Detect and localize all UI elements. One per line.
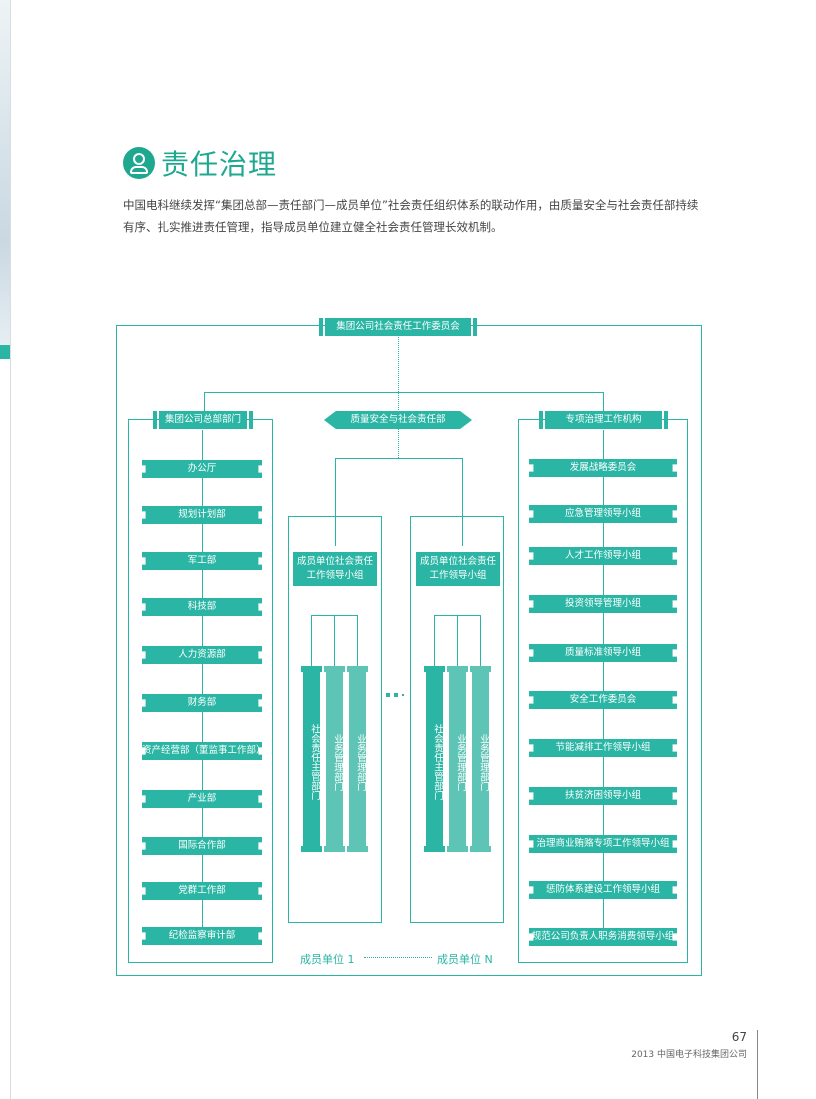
left-margin-rule	[10, 0, 11, 1099]
member-n-head: 成员单位社会责任工作领导小组	[416, 552, 500, 586]
left-dept-item: 产业部	[142, 790, 262, 808]
person-icon	[123, 147, 155, 179]
left-dept-item: 军工部	[142, 552, 262, 570]
left-dept-item: 科技部	[142, 598, 262, 616]
left-dept-item: 人力资源部	[142, 646, 262, 664]
left-accent-bar	[0, 345, 10, 359]
center-dotted-line	[398, 334, 399, 458]
member-1-column: 业务管理部门	[347, 666, 368, 852]
member-1-col-line	[311, 615, 312, 668]
member-label-last: 成员单位 N	[437, 953, 493, 966]
right-org-item: 投资领导管理小组	[529, 595, 677, 613]
right-org-item: 应急管理领导小组	[529, 505, 677, 523]
right-org-item: 发展战略委员会	[529, 459, 677, 477]
connector-right	[603, 392, 604, 412]
member-n-column: 业务管理部门	[470, 666, 491, 852]
left-frame	[128, 419, 273, 963]
connector-left	[204, 392, 205, 412]
right-org-item: 安全工作委员会	[529, 691, 677, 709]
member-n-col-line	[434, 615, 435, 668]
member-n-col-line	[457, 615, 458, 668]
member-label-first: 成员单位 1	[300, 953, 355, 966]
right-org-item: 节能减排工作领导小组	[529, 739, 677, 757]
top-connector	[204, 392, 604, 393]
section-header: 责任治理	[123, 143, 277, 183]
member-1-col-line	[334, 615, 335, 668]
left-spine	[202, 430, 203, 935]
section-title: 责任治理	[161, 148, 278, 181]
ellipsis-dot	[394, 693, 398, 697]
hq-departments-header: 集团公司总部部门	[153, 411, 253, 429]
quality-safety-dept: 质量安全与社会责任部	[324, 411, 472, 429]
member-n-column: 社会责任主管部门	[424, 666, 445, 852]
member-1-column: 业务管理部门	[324, 666, 345, 852]
left-dept-item: 办公厅	[142, 460, 262, 478]
special-governance-header: 专项治理工作机构	[539, 411, 668, 429]
left-dept-item: 资产经营部（董监事工作部）	[142, 742, 262, 760]
right-org-item: 扶贫济困领导小组	[529, 787, 677, 805]
member-1-col-line	[357, 615, 358, 668]
member-1-column: 社会责任主管部门	[301, 666, 322, 852]
right-org-item: 质量标准领导小组	[529, 644, 677, 662]
footer-rule	[757, 1030, 758, 1099]
page-number: 67	[731, 1030, 747, 1044]
member-branch-left	[335, 458, 336, 546]
right-org-item: 人才工作领导小组	[529, 547, 677, 565]
left-dept-item: 纪检监察审计部	[142, 927, 262, 945]
left-dept-item: 规划计划部	[142, 506, 262, 524]
committee-header: 集团公司社会责任工作委员会	[319, 318, 477, 336]
right-spine	[603, 430, 604, 935]
ellipsis-dot	[386, 693, 390, 697]
left-dept-item: 财务部	[142, 694, 262, 712]
ellipsis-dot	[402, 694, 404, 696]
member-frame-n	[410, 516, 504, 923]
member-branch	[335, 458, 463, 459]
right-org-item: 惩防体系建设工作领导小组	[529, 881, 677, 899]
left-dept-item: 党群工作部	[142, 882, 262, 900]
section-intro: 中国电科继续发挥“集团总部—责任部门—成员单位”社会责任组织体系的联动作用，由质…	[123, 198, 699, 234]
member-n-column: 业务管理部门	[447, 666, 468, 852]
footer-text: 2013 中国电子科技集团公司	[631, 1050, 747, 1060]
member-branch-right	[462, 458, 463, 546]
left-decoration	[0, 0, 10, 345]
member-n-col-line	[480, 615, 481, 668]
right-org-item: 治理商业贿赂专项工作领导小组	[529, 835, 677, 853]
member-1-head: 成员单位社会责任工作领导小组	[293, 552, 377, 586]
right-org-item: 规范公司负责人职务消费领导小组	[529, 928, 677, 946]
left-dept-item: 国际合作部	[142, 837, 262, 855]
member-dotted-divider	[364, 957, 432, 958]
